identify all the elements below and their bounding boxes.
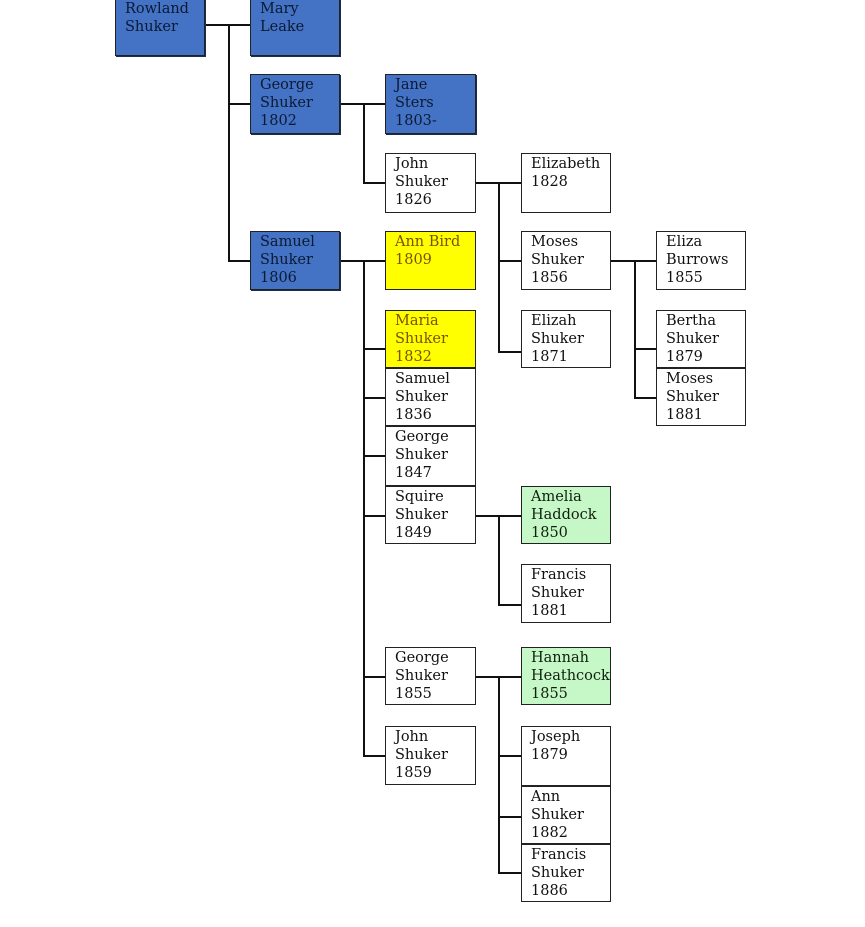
connector — [363, 103, 365, 183]
connector — [340, 103, 385, 105]
person-amelia-haddock: Amelia Haddock 1850 — [521, 486, 611, 544]
person-moses-shuker-1881: Moses Shuker 1881 — [656, 368, 746, 426]
connector — [498, 755, 521, 757]
person-squire-shuker: Squire Shuker 1849 — [385, 486, 476, 544]
person-jane-sters: Jane Sters 1803- — [385, 74, 476, 134]
connector — [498, 515, 500, 605]
connector — [205, 24, 250, 26]
connector — [363, 182, 385, 184]
connector — [363, 260, 365, 756]
person-samuel-shuker-1836: Samuel Shuker 1836 — [385, 368, 476, 426]
person-ann-bird: Ann Bird 1809 — [385, 231, 476, 290]
connector — [228, 260, 250, 262]
person-moses-shuker-1856: Moses Shuker 1856 — [521, 231, 611, 290]
person-john-shuker-1859: John Shuker 1859 — [385, 726, 476, 785]
person-john-shuker-1826: John Shuker 1826 — [385, 153, 476, 213]
connector — [498, 604, 521, 606]
person-samuel-shuker-1806: Samuel Shuker 1806 — [250, 231, 340, 290]
connector — [363, 755, 385, 757]
connector — [498, 872, 521, 874]
connector — [363, 397, 385, 399]
person-maria-shuker: Maria Shuker 1832 — [385, 310, 476, 368]
connector — [363, 676, 385, 678]
person-elizabeth: Elizabeth 1828 — [521, 153, 611, 213]
connector — [634, 397, 656, 399]
connector — [363, 515, 385, 517]
connector — [498, 816, 521, 818]
person-francis-shuker-1886: Francis Shuker 1886 — [521, 844, 611, 902]
connector — [498, 351, 521, 353]
person-elizah-shuker: Elizah Shuker 1871 — [521, 310, 611, 368]
connector — [498, 182, 500, 352]
connector — [363, 455, 385, 457]
person-ann-shuker-1882: Ann Shuker 1882 — [521, 786, 611, 844]
person-joseph: Joseph 1879 — [521, 726, 611, 786]
person-francis-shuker-1881: Francis Shuker 1881 — [521, 564, 611, 623]
connector — [611, 260, 656, 262]
person-mary-leake: Mary Leake — [250, 0, 340, 56]
person-rowland-shuker: Rowland Shuker — [115, 0, 205, 56]
person-bertha-shuker: Bertha Shuker 1879 — [656, 310, 746, 368]
person-george-shuker-1855: George Shuker 1855 — [385, 647, 476, 705]
person-hannah-heathcock: Hannah Heathcock 1855 — [521, 647, 611, 705]
connector — [498, 260, 521, 262]
connector — [340, 260, 385, 262]
person-eliza-burrows: Eliza Burrows 1855 — [656, 231, 746, 290]
connector — [498, 676, 500, 873]
person-george-shuker-1847: George Shuker 1847 — [385, 426, 476, 486]
connector — [228, 24, 230, 261]
person-george-shuker-1802: George Shuker 1802 — [250, 74, 340, 134]
connector — [634, 260, 636, 397]
connector — [634, 348, 656, 350]
connector — [228, 103, 250, 105]
connector — [363, 348, 385, 350]
